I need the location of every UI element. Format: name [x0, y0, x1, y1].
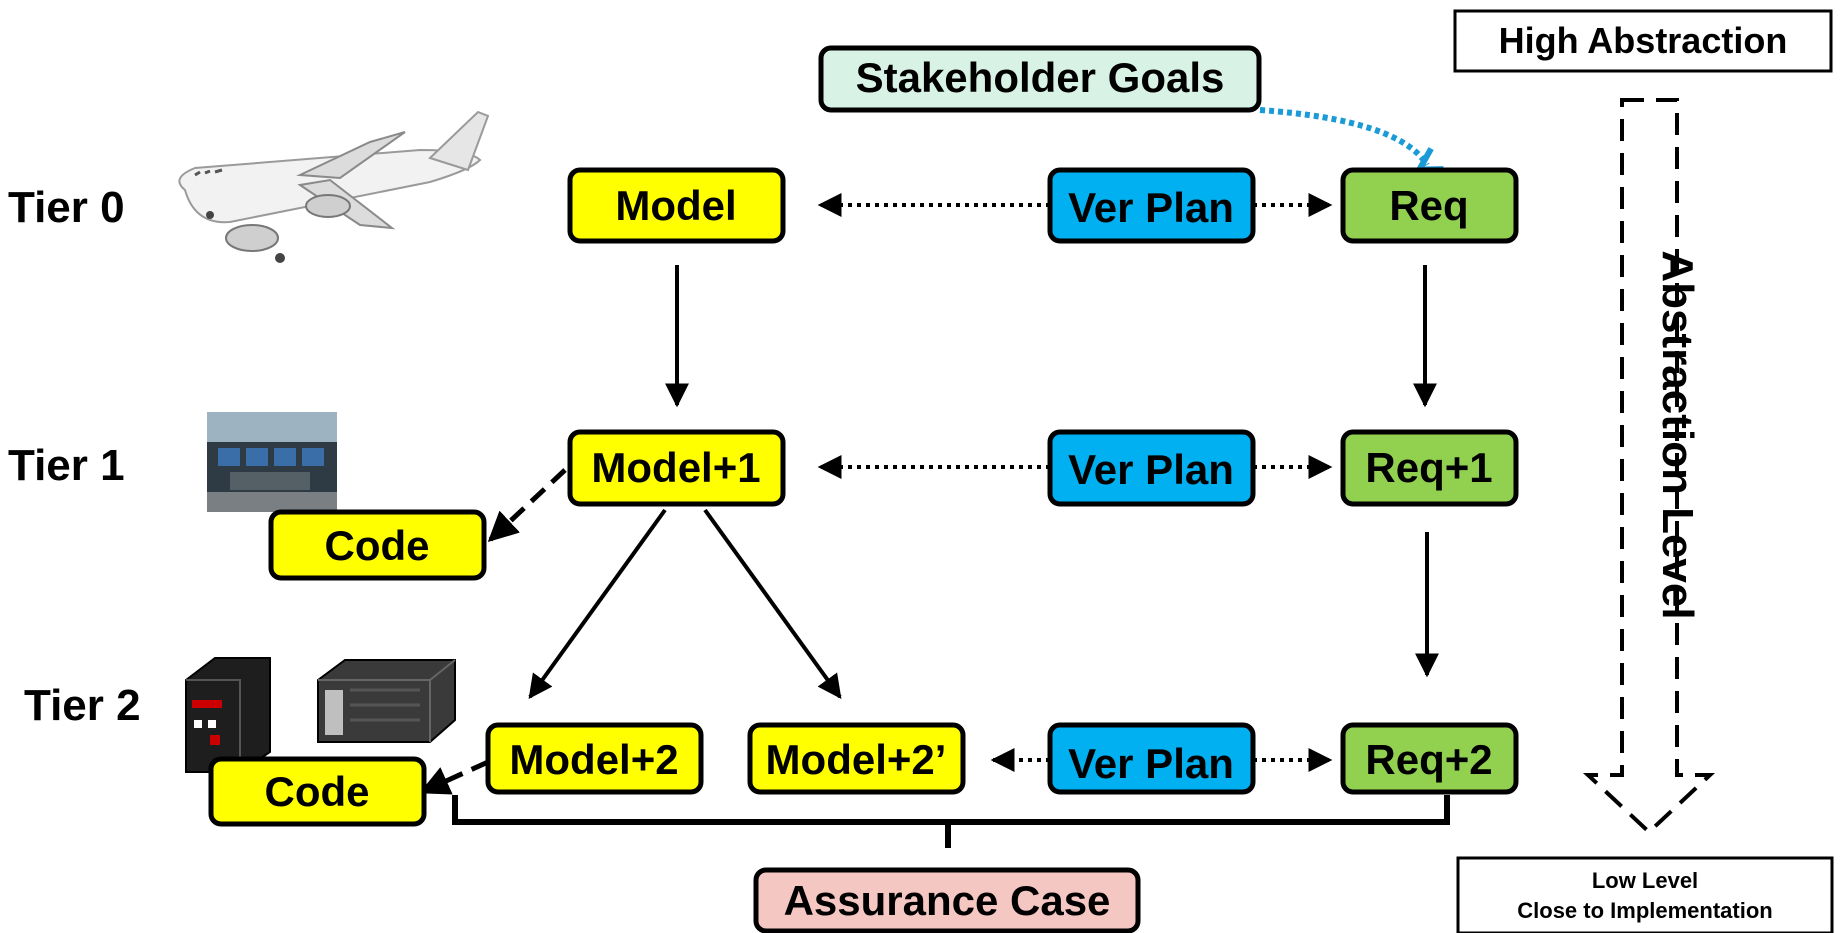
verplan-tier2-node: Ver Plan: [1047, 722, 1256, 795]
verplan-tier1-label: Ver Plan: [1068, 446, 1234, 493]
tier-1-label: Tier 1: [8, 441, 125, 490]
tier-2-label: Tier 2: [24, 681, 141, 730]
assurance-case-node: Assurance Case: [753, 867, 1141, 933]
model2p-label: Model+2’: [766, 736, 947, 783]
model2p-node: Model+2’: [747, 722, 966, 795]
high-abstraction-box: High Abstraction: [1453, 9, 1833, 73]
model-label: Model: [615, 182, 736, 229]
code1-label: Code: [325, 522, 430, 569]
req-label: Req: [1389, 182, 1468, 229]
cockpit-image: [207, 412, 337, 512]
low-level-label-line2: Close to Implementation: [1517, 898, 1772, 923]
abstraction-level-arrow: [1582, 98, 1716, 835]
model2-node: Model+2: [485, 722, 704, 795]
high-abstraction-label: High Abstraction: [1499, 20, 1788, 61]
abstraction-level-axis-label: Abstraction Level: [1653, 250, 1702, 619]
arrow-model1-to-code: [487, 468, 567, 543]
airplane-icon: [178, 110, 490, 263]
req1-label: Req+1: [1365, 444, 1492, 491]
req1-node: Req+1: [1340, 429, 1519, 507]
model2-label: Model+2: [509, 736, 678, 783]
model-node: Model: [567, 167, 786, 244]
code1-node: Code: [268, 509, 487, 581]
goal-arrow-stakeholder-to-req: [1259, 107, 1444, 173]
req-node: Req: [1340, 167, 1519, 244]
req2-node: Req+2: [1340, 722, 1519, 795]
assurance-case-label: Assurance Case: [784, 877, 1111, 924]
model1-node: Model+1: [567, 429, 786, 507]
avionics-hardware-image: [185, 657, 456, 773]
verplan-tier2-label: Ver Plan: [1068, 740, 1234, 787]
assurance-bracket: [452, 795, 1450, 848]
stakeholder-goals-box: Stakeholder Goals: [818, 45, 1262, 113]
code2-node: Code: [208, 756, 427, 827]
arrow-model1-to-model2p: [703, 508, 842, 699]
arrow-model2-to-code: [419, 759, 490, 795]
verplan-tier1-node: Ver Plan: [1047, 429, 1256, 507]
arrow-model1-to-model2: [528, 508, 667, 699]
model1-label: Model+1: [591, 444, 760, 491]
verplan-tier0-node: Ver Plan: [1047, 167, 1256, 244]
stakeholder-goals-label: Stakeholder Goals: [856, 54, 1225, 101]
req2-label: Req+2: [1365, 736, 1492, 783]
verplan-tier0-label: Ver Plan: [1068, 184, 1234, 231]
low-level-box: Low Level Close to Implementation: [1456, 856, 1834, 933]
low-level-label-line1: Low Level: [1592, 868, 1698, 893]
code2-label: Code: [265, 768, 370, 815]
tier-0-label: Tier 0: [8, 183, 125, 232]
